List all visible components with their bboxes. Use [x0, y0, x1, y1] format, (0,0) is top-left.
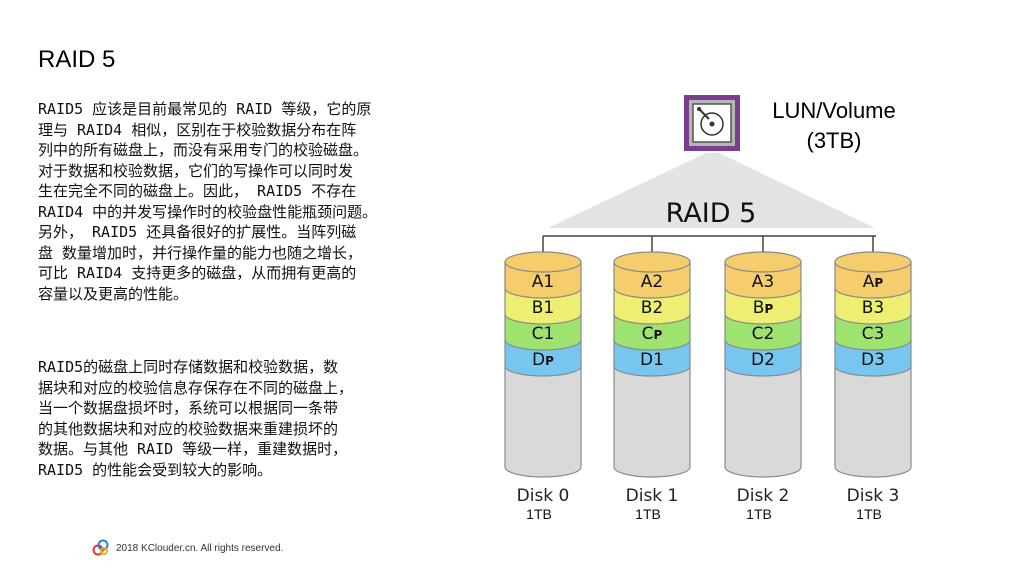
disk-body: [613, 365, 691, 478]
description-line: 生在完全不同的磁盘上。因此， RAID5 不存在: [38, 182, 357, 200]
block-label: B2: [641, 298, 664, 318]
block-label: D1: [640, 350, 664, 370]
block-label: D2: [751, 350, 775, 370]
description-line: 可比 RAID4 支持更多的磁盘，从而拥有更高的: [38, 264, 357, 282]
block-label: B3: [862, 298, 885, 318]
disk-body: [834, 365, 912, 478]
disk-top-cap: [613, 251, 691, 273]
lun-volume-label: LUN/Volume: [772, 98, 896, 123]
block-label: AP: [863, 272, 884, 292]
description-line: 容量以及更高的性能。: [38, 284, 189, 303]
disk-top-cap: [834, 251, 912, 273]
parity-line: 数据。与其他 RAID 等级一样，重建数据时，: [38, 440, 348, 458]
parity-line: RAID5的磁盘上同时存储数据和校验数据，数: [38, 358, 339, 376]
block-label: A1: [532, 272, 554, 292]
block-label: C2: [752, 324, 775, 344]
description-line: 对于数据和校验数据，它们的写操作可以同时发: [38, 161, 354, 180]
block-label: DP: [532, 350, 554, 370]
block-label: BP: [753, 298, 774, 318]
block-label: D3: [861, 350, 885, 370]
disk-size: 1TB: [635, 506, 661, 522]
block-label: A2: [641, 272, 663, 292]
disk-size: 1TB: [856, 506, 882, 522]
slide-title: RAID 5: [38, 46, 116, 73]
block-label: CP: [642, 324, 663, 344]
disk-body: [504, 365, 582, 478]
footer: 2018 KClouder.cn. All rights reserved.: [92, 539, 283, 557]
disk-name: Disk 1: [626, 486, 679, 506]
disk-name: Disk 0: [517, 486, 570, 506]
block-label: C1: [532, 324, 555, 344]
kclouder-logo-icon: [92, 539, 109, 556]
disk-name: Disk 2: [737, 486, 790, 506]
parity-line: 据块和对应的校验信息存保存在不同的磁盘上，: [38, 378, 354, 397]
disk-name: Disk 3: [847, 486, 900, 506]
raid5-description-paragraph: RAID5 应该是目前最常见的 RAID 等级，它的原理与 RAID4 相似，区…: [38, 99, 468, 304]
parity-line: RAID5 的性能会受到较大的影响。: [38, 460, 273, 479]
disk-size: 1TB: [746, 506, 772, 522]
block-label: C3: [862, 324, 885, 344]
description-line: 列中的所有磁盘上，而没有采用专门的校验磁盘。: [38, 141, 369, 159]
disk-size: 1TB: [526, 506, 552, 522]
block-label: B1: [532, 298, 555, 318]
raid-label: RAID 5: [666, 198, 757, 229]
raid-group-shape: [548, 153, 875, 228]
description-line: RAID4 中的并发写操作时的校验盘性能瓶颈问题。: [38, 202, 378, 221]
raid5-parity-paragraph: RAID5的磁盘上同时存储数据和校验数据，数据块和对应的校验信息存保存在不同的磁…: [38, 357, 468, 480]
description-line: 另外， RAID5 还具备很好的扩展性。当阵列磁: [38, 223, 357, 241]
lun-capacity-label: (3TB): [806, 128, 862, 153]
description-line: 盘 数量增加时，并行操作量的能力也随之增长，: [38, 243, 363, 262]
block-label: A3: [752, 272, 774, 292]
disk-top-cap: [504, 251, 582, 273]
copyright-text: 2018 KClouder.cn. All rights reserved.: [116, 542, 284, 554]
description-line: 理与 RAID4 相似，区别在于校验数据分布在阵: [38, 120, 357, 139]
description-line: RAID5 应该是目前最常见的 RAID 等级，它的原: [38, 100, 372, 118]
parity-line: 的其他数据块和对应的校验数据来重建损坏的: [38, 419, 339, 438]
parity-line: 当一个数据盘损坏时，系统可以根据同一条带: [38, 399, 339, 417]
disk-body: [724, 365, 802, 478]
disk-top-cap: [724, 251, 802, 273]
hard-disk-icon: [684, 95, 740, 151]
